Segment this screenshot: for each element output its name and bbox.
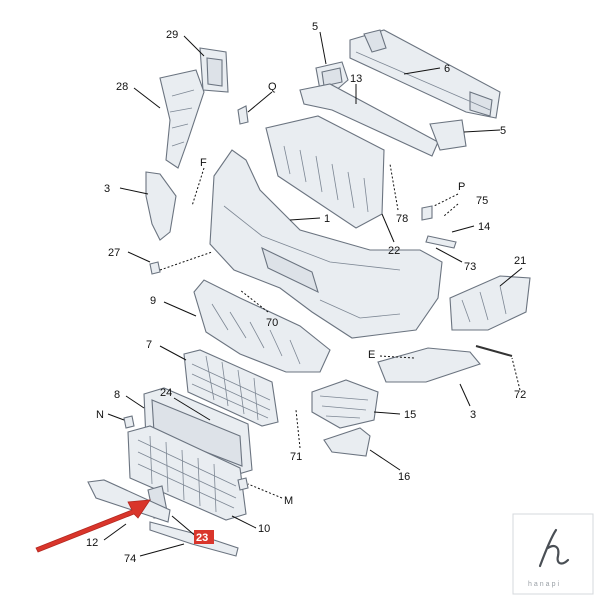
part-21-side-bracket: [449, 275, 531, 331]
callout-23-highlight: [194, 530, 214, 544]
callout-10: 10: [258, 523, 270, 535]
part-3-left-support: [145, 171, 177, 241]
callout-13: 13: [350, 73, 362, 85]
callout-12: 12: [86, 537, 98, 549]
callout-72: 72: [514, 389, 526, 401]
part-28-side-bracket: [159, 69, 205, 169]
callout-labels: 29 5 28 Q 13 6 5 F P 75 3 78 1 14 27 22 …: [86, 21, 526, 565]
callout-21: 21: [514, 255, 526, 267]
part-6-impact-beam: [349, 29, 501, 119]
callout-e: E: [368, 349, 375, 361]
callout-5-right: 5: [500, 125, 506, 137]
callout-6: 6: [444, 63, 450, 75]
callout-1: 1: [324, 213, 330, 225]
callout-70: 70: [266, 317, 278, 329]
part-14-bracket: [425, 235, 457, 249]
part-5-right-bracket: [429, 119, 467, 151]
callout-16: 16: [398, 471, 410, 483]
callout-7: 7: [146, 339, 152, 351]
callout-8: 8: [114, 389, 120, 401]
callout-n: N: [96, 409, 104, 421]
callout-75: 75: [476, 195, 488, 207]
callout-14: 14: [478, 221, 490, 233]
callout-q: Q: [268, 81, 277, 93]
callout-28: 28: [116, 81, 128, 93]
callout-74: 74: [124, 553, 136, 565]
part-7-lower-grille: [183, 349, 279, 427]
part-16-fog-bezel: [323, 427, 371, 457]
callout-3-left: 3: [104, 183, 110, 195]
part-q-clip: [237, 105, 249, 125]
red-pointer-arrow: [35, 499, 151, 553]
callout-p: P: [458, 181, 465, 193]
part-15-fog-housing: [311, 379, 379, 429]
watermark-text: hanapi: [528, 581, 561, 588]
callout-73: 73: [464, 261, 476, 273]
part-p-clip: [421, 205, 433, 221]
part-24-grille-surround: [143, 387, 253, 477]
part-72-trim-strip: [475, 345, 513, 357]
callout-71: 71: [290, 451, 302, 463]
callout-78: 78: [396, 213, 408, 225]
part-lower-spoiler-right: [377, 347, 481, 383]
callout-5-top: 5: [312, 21, 318, 33]
part-m-clip: [237, 477, 249, 491]
part-5-top-bracket: [315, 61, 349, 93]
part-upper-carrier: [265, 115, 385, 229]
callout-29: 29: [166, 29, 178, 41]
part-1-bumper-cover: [209, 149, 443, 339]
part-n-clip: [123, 415, 135, 429]
leader-lines: [103, 31, 523, 557]
callout-23: 23: [196, 532, 208, 544]
part-9-grille-frame: [193, 279, 331, 373]
part-10-lower-grille: [127, 425, 247, 521]
part-13-absorber: [299, 83, 439, 157]
callout-27: 27: [108, 247, 120, 259]
part-29-air-duct: [199, 47, 229, 93]
part-27-clip: [149, 261, 161, 275]
callout-9: 9: [150, 295, 156, 307]
callout-24: 24: [160, 387, 172, 399]
callout-15: 15: [404, 409, 416, 421]
callout-m: M: [284, 495, 293, 507]
watermark-logo: hanapi: [512, 513, 594, 595]
callout-f: F: [200, 157, 207, 169]
callout-22: 22: [388, 245, 400, 257]
callout-3-right: 3: [470, 409, 476, 421]
part-12-bottom-strip: [87, 479, 171, 523]
